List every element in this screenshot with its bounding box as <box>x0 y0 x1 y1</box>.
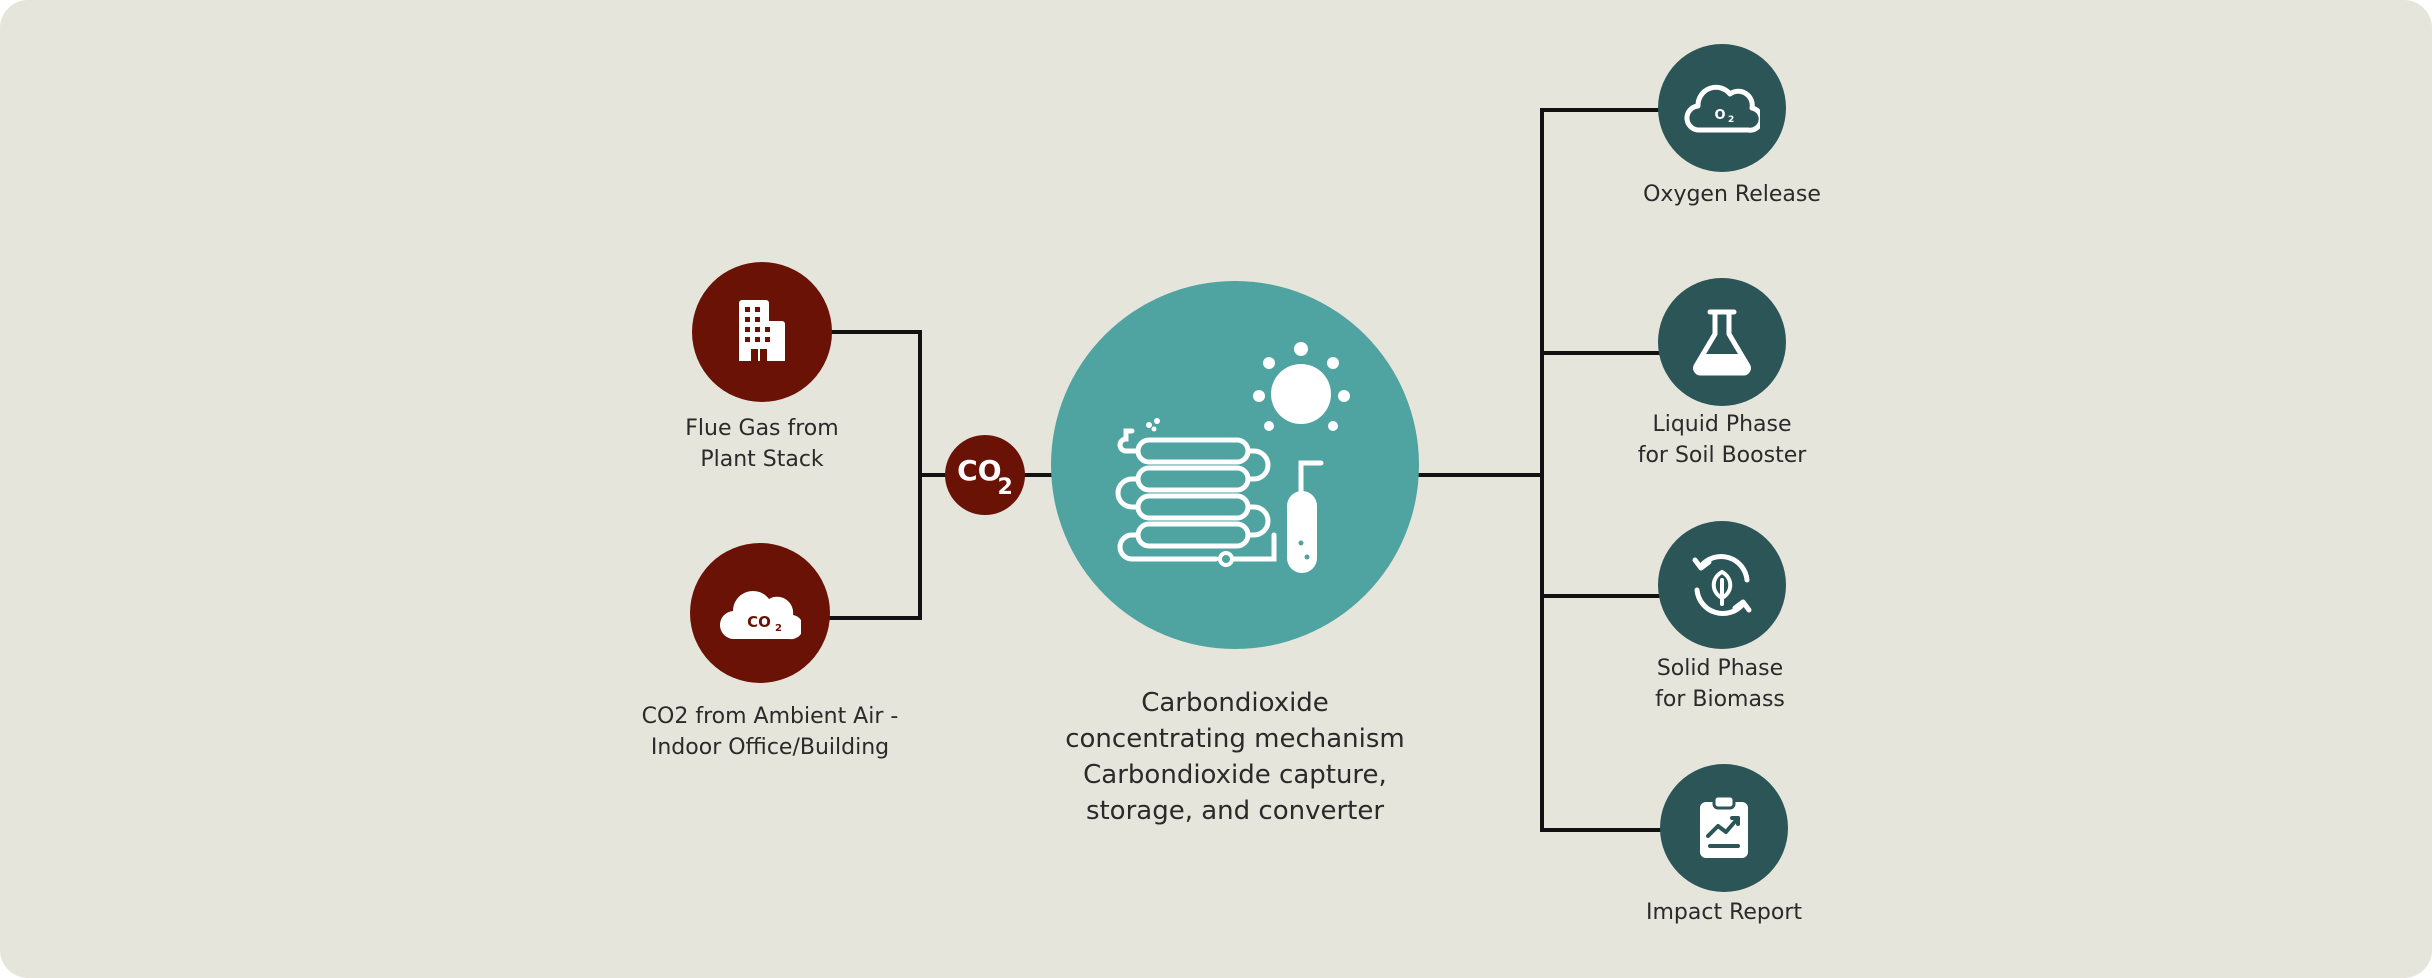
flask-icon <box>1693 309 1751 376</box>
ambient-air-node: CO 2 <box>690 543 830 683</box>
liquid-phase-node <box>1658 278 1786 406</box>
liquid-phase-label: Liquid Phase for Soil Booster <box>1637 412 1807 468</box>
core-label: Carbondioxide concentrating mechanism Ca… <box>1065 688 1405 826</box>
svg-text:2: 2 <box>775 623 782 634</box>
solid-phase-label: Solid Phase for Biomass <box>1655 656 1785 712</box>
building-icon <box>739 300 785 361</box>
svg-text:O: O <box>1714 108 1725 123</box>
co2-connector-node: CO2 <box>945 435 1025 515</box>
leaf-cycle-icon <box>1692 554 1752 616</box>
sun-icon <box>1253 342 1350 431</box>
flue-gas-label: Flue Gas from Plant Stack <box>685 416 839 472</box>
oxygen-node: O 2 <box>1658 44 1786 172</box>
co2-icon: CO2 <box>957 454 1013 500</box>
solid-phase-node <box>1658 521 1786 649</box>
impact-report-node <box>1660 764 1788 892</box>
oxygen-label: Oxygen Release <box>1643 182 1821 207</box>
impact-report-label: Impact Report <box>1645 900 1802 925</box>
ambient-air-label: CO2 from Ambient Air - Indoor Office/Bui… <box>641 704 899 760</box>
core-node <box>1051 281 1419 649</box>
svg-text:2: 2 <box>1728 115 1734 125</box>
svg-text:CO: CO <box>747 613 771 631</box>
o2-cloud-icon: O 2 <box>1684 84 1760 133</box>
co2-cloud-icon: CO 2 <box>719 591 801 640</box>
report-icon <box>1700 794 1748 858</box>
photobioreactor-icon <box>1115 342 1350 573</box>
flue-gas-node <box>692 262 832 402</box>
